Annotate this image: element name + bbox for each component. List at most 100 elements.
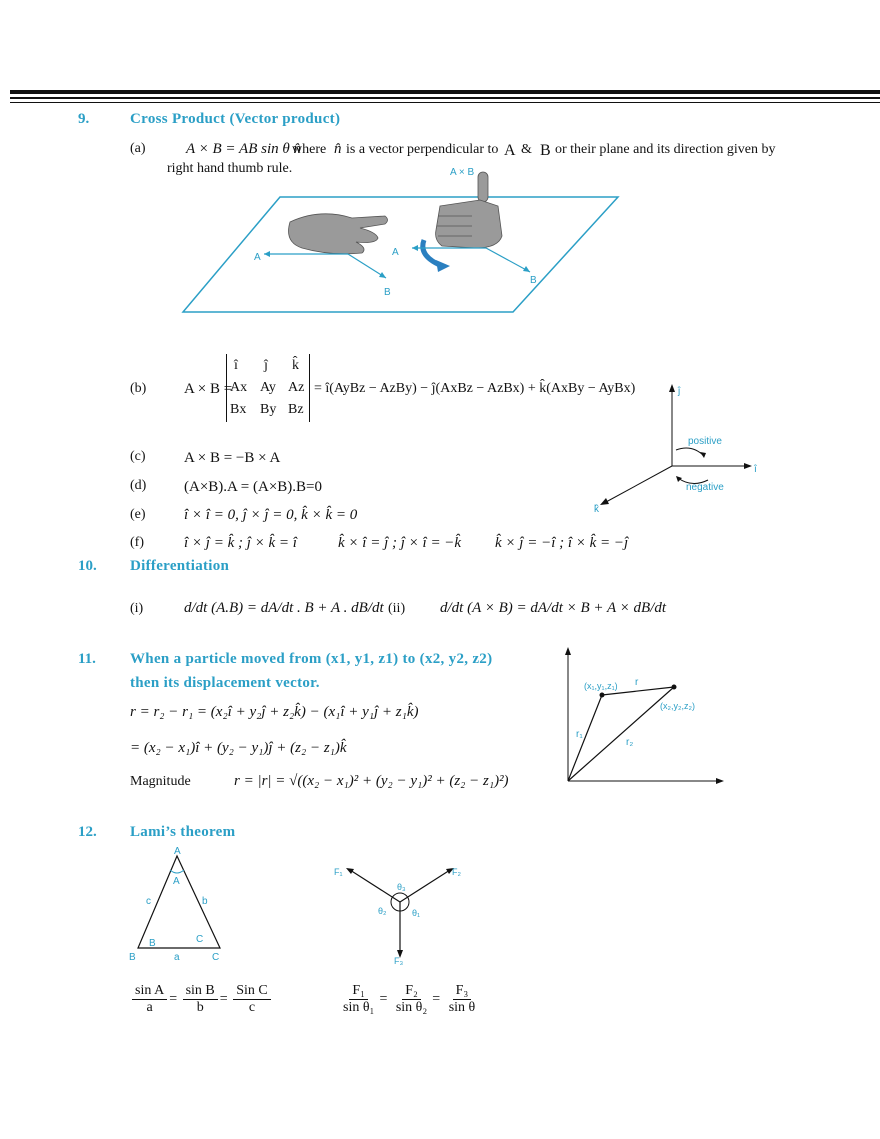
item-9d-formula: (A×B).A = (A×B).B=0	[184, 479, 323, 495]
triangle-figure: A A B B C C a b c	[129, 846, 221, 963]
axis-label-i: î	[753, 464, 758, 475]
header-rule-thin	[10, 97, 880, 99]
det-r1c1: î	[234, 358, 238, 373]
fig-label-b-left: B	[384, 287, 391, 298]
eq2-d1: sin θ₁	[343, 1000, 375, 1015]
eq2-n2: F₂	[402, 983, 421, 1000]
eq2-n3: F₃	[452, 983, 472, 1000]
item-11-eq-2: = (x₂ − x₁)î + (y₂ − y₁)ĵ + (z₂ − z₁)k̂	[130, 740, 347, 756]
section-12-number: 12.	[78, 824, 97, 840]
det-r1c2: ĵ	[264, 358, 268, 373]
item-9b-rhs: = î(AyBz − AzBy) − ĵ(AxBz − AzBx) + k̂(A…	[314, 381, 636, 396]
det-r3c2: By	[260, 402, 277, 417]
tri-angle-b: B	[149, 938, 156, 949]
axis-label-k: k̂	[594, 503, 600, 515]
det-r2c3: Az	[288, 380, 305, 395]
item-9f-formula-2: k̂ × î = ĵ ; ĵ × î = −k̂	[338, 535, 462, 551]
tri-vertex-c: C	[212, 952, 219, 963]
header-rule-thin-2	[10, 102, 880, 103]
eq1-n2: sin B	[182, 983, 218, 1000]
tri-side-b: b	[202, 896, 208, 907]
det-r1c3: k̂	[292, 358, 299, 373]
eq1-d3: c	[248, 1000, 256, 1015]
item-9c-label: (c)	[130, 449, 146, 464]
tri-vertex-a: A	[174, 846, 181, 857]
right-hand-rule-figure: A × B A B A B	[181, 167, 620, 313]
fig-r1-label: r₁	[576, 729, 583, 740]
section-11-number: 11.	[78, 651, 96, 667]
det-r3c3: Bz	[288, 402, 304, 417]
item-9a-vector-a: A	[504, 142, 516, 159]
det-r3c1: Bx	[230, 402, 247, 417]
tri-angle-c: C	[196, 934, 203, 945]
tri-side-a: a	[174, 952, 180, 963]
axis-label-j: ĵ	[677, 386, 681, 397]
item-9a-text-1: where	[292, 142, 327, 157]
fig-r-label: r	[635, 677, 639, 688]
eq1-n1: sin A	[132, 983, 168, 1000]
item-9a-text-2: is a vector perpendicular to	[346, 142, 499, 157]
fig-label-b-right: B	[530, 275, 537, 286]
theta-3-label: θ₃	[397, 882, 406, 892]
item-10ii-formula: d/dt (A × B) = dA/dt × B + A × dB/dt	[440, 600, 667, 616]
item-9f-label: (f)	[130, 535, 144, 550]
det-r2c2: Ay	[260, 380, 276, 395]
item-9e-formula: î × î = 0, ĵ × ĵ = 0, k̂ × k̂ = 0	[184, 507, 358, 523]
item-9a-nhat: n̂	[334, 141, 342, 157]
item-9a-vector-b: B	[540, 142, 551, 159]
section-9-title: Cross Product (Vector product)	[130, 111, 341, 127]
item-9f-formula-1: î × ĵ = k̂ ; ĵ × k̂ = î	[184, 535, 297, 551]
eq1-d2: b	[196, 1000, 204, 1015]
section-9-number: 9.	[78, 111, 90, 127]
section-10-number: 10.	[78, 558, 97, 574]
item-10i-label: (i)	[130, 601, 144, 616]
item-9c-formula: A × B = −B × A	[184, 450, 281, 466]
open-hand-icon	[288, 213, 388, 255]
item-9f-formula-3: k̂ × ĵ = −î ; î × k̂ = −ĵ	[495, 535, 629, 551]
axis-label-negative: negative	[686, 482, 724, 493]
theta-2-label: θ₂	[378, 906, 387, 916]
displacement-figure: (x₁,y₁,z₁) r (x₂,y₂,z₂) r₁ r₂	[565, 647, 724, 784]
item-9a-label: (a)	[130, 141, 146, 156]
eq2-n1: F₁	[349, 983, 369, 1000]
theta-1-label: θ₁	[412, 908, 420, 918]
tri-side-c: c	[146, 896, 151, 907]
item-9a-text-4: right hand thumb rule.	[167, 161, 293, 176]
item-9d-label: (d)	[130, 478, 147, 493]
fig-label-a-right: A	[392, 247, 399, 258]
item-9a-formula: A × B = AB sin θ n̂	[186, 141, 301, 157]
item-10i-formula: d/dt (A.B) = dA/dt . B + A . dB/dt	[184, 600, 384, 616]
plane-outline	[181, 196, 620, 313]
force-f1-label: F₁	[334, 867, 343, 877]
eq1-n3: Sin C	[233, 983, 271, 1000]
fig-r2-label: r₂	[626, 737, 633, 748]
tri-angle-a: A	[173, 876, 180, 887]
determinant-matrix: î ĵ k̂ Ax Ay Az Bx By Bz	[226, 354, 310, 422]
item-9a-amp: &	[521, 142, 532, 157]
section-11-title-line-2: then its displacement vector.	[130, 675, 320, 691]
item-11-magnitude-formula: r = |r| = √((x₂ − x₁)² + (y₂ − y₁)² + (z…	[234, 773, 509, 789]
lami-forces-figure: F₁ F₂ F₃ θ₁ θ₂ θ₃	[334, 867, 461, 966]
item-9b-lhs: A × B =	[184, 381, 233, 397]
item-9b-label: (b)	[130, 381, 147, 396]
item-9a-text-3: or their plane and its direction given b…	[555, 142, 776, 157]
eq1-d1: a	[146, 1000, 153, 1015]
header-rule-thick	[10, 90, 880, 94]
fig-point-1-label: (x₁,y₁,z₁)	[584, 681, 618, 691]
item-10ii-label: (ii)	[388, 601, 406, 616]
det-r2c1: Ax	[230, 380, 248, 395]
force-f3-label: F₃	[394, 956, 403, 966]
section-12-title: Lami’s theorem	[130, 824, 236, 840]
section-10-title: Differentiation	[130, 558, 230, 574]
force-f2-label: F₂	[452, 867, 461, 877]
item-11-magnitude-label: Magnitude	[130, 774, 191, 789]
axes-figure: ĵ î k̂ positive negative	[594, 384, 758, 515]
axis-label-positive: positive	[688, 436, 722, 447]
fig-label-axb: A × B	[450, 167, 475, 178]
eq2-d2: sin θ₂	[395, 1000, 428, 1015]
thumbs-up-hand-icon	[435, 171, 503, 249]
eq2-d3: sin θ	[448, 1000, 476, 1015]
fig-point-2-label: (x₂,y₂,z₂)	[660, 701, 695, 711]
